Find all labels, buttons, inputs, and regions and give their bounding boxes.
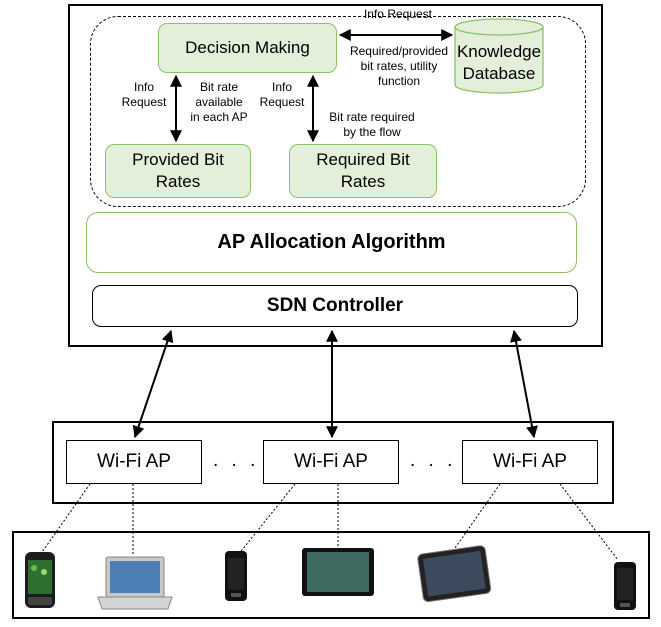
tablet-icon — [302, 548, 374, 596]
wifi-ap-2: Wi-Fi AP — [263, 440, 399, 484]
bit-rate-required-label: Bit rate required by the flow — [329, 110, 415, 139]
provided-bit-rates-box: Provided Bit Rates — [105, 144, 251, 198]
wifi-ap-3: Wi-Fi AP — [462, 440, 598, 484]
bit-rate-available-label: Bit rate available in each AP — [190, 80, 248, 124]
ap-separator-2: . . . . — [410, 450, 475, 471]
info-request-left-label: Info Request — [121, 80, 167, 109]
required-bit-rates-box: Required Bit Rates — [289, 144, 437, 198]
smartphone-icon — [225, 551, 247, 601]
link-controller-ap3 — [510, 329, 538, 439]
ap-separator-1: . . . . — [213, 450, 278, 471]
decision-making-label: Decision Making — [185, 38, 310, 57]
tablet-icon — [417, 545, 492, 603]
link-controller-ap1 — [132, 329, 174, 439]
sdn-controller-label: SDN Controller — [266, 295, 404, 316]
info-request-top-label: Info Request — [363, 7, 433, 21]
knowledge-database-label: Knowledge Database — [456, 42, 542, 83]
decision-making-box: Decision Making — [158, 23, 337, 73]
required-provided-label: Required/provided bit rates, utility fun… — [349, 44, 449, 88]
info-request-mid-label: Info Request — [259, 80, 305, 109]
ap-allocation-label: AP Allocation Algorithm — [217, 231, 446, 253]
sdn-controller-box: SDN Controller — [92, 285, 578, 327]
laptop-icon — [97, 556, 173, 610]
smartphone-icon — [614, 562, 636, 610]
smartphone-icon — [25, 552, 55, 608]
ap-allocation-box: AP Allocation Algorithm — [86, 212, 577, 273]
decision-region — [90, 16, 586, 207]
wifi-ap-1: Wi-Fi AP — [66, 440, 202, 484]
